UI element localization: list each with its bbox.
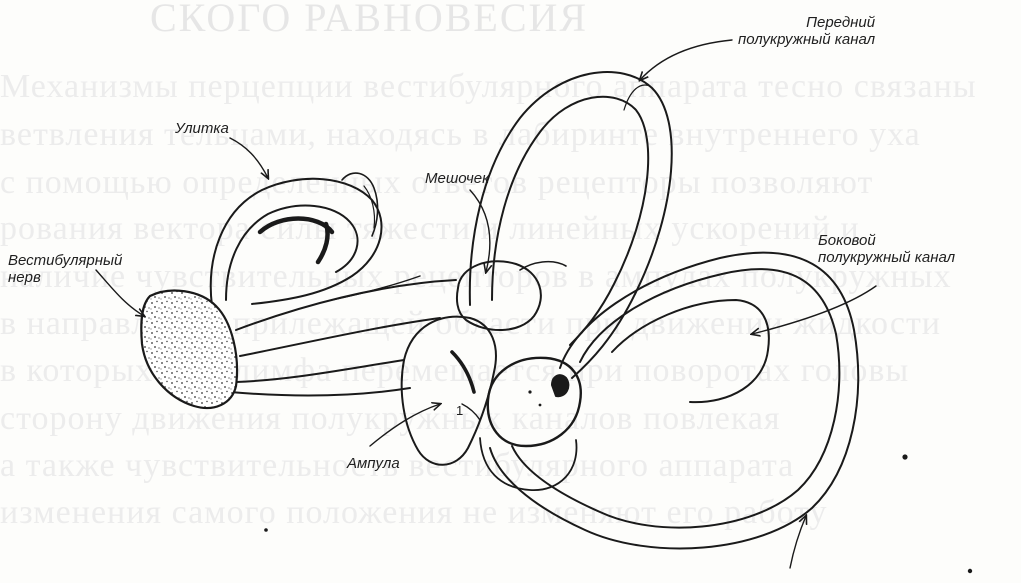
label-anterior-canal-line1: Передний bbox=[738, 14, 875, 31]
label-vestibular-nerve-line2: нерв bbox=[8, 269, 122, 286]
anterior-canal-shape bbox=[470, 72, 672, 378]
nerve-branches bbox=[230, 276, 456, 395]
pointer-anterior-canal bbox=[640, 40, 732, 80]
pointer-saccule bbox=[470, 190, 490, 272]
label-lateral-canal-line2: полукружный канал bbox=[818, 249, 955, 266]
pointer-lateral-canal bbox=[752, 286, 876, 334]
label-anterior-canal: Передний полукружный канал bbox=[738, 14, 875, 48]
specks bbox=[264, 390, 972, 573]
pointer-ampulla bbox=[370, 404, 440, 446]
pointer-bottom bbox=[790, 516, 806, 568]
label-vestibular-nerve: Вестибулярный нерв bbox=[8, 252, 122, 286]
label-ampulla: Ампула bbox=[347, 455, 400, 472]
label-anterior-canal-line2: полукружный канал bbox=[738, 31, 875, 48]
pointer-cochlea bbox=[230, 138, 268, 178]
label-saccule: Мешочек bbox=[425, 170, 489, 187]
label-ampulla-mark: 1 bbox=[456, 402, 463, 419]
label-lateral-canal-line1: Боковой bbox=[818, 232, 955, 249]
vestibular-nerve-shape bbox=[141, 291, 237, 408]
lateral-canal-shape bbox=[490, 253, 858, 549]
ampulla-shape bbox=[402, 317, 496, 465]
cochlea-shape bbox=[211, 173, 382, 306]
label-lateral-canal: Боковой полукружный канал bbox=[818, 232, 955, 266]
label-vestibular-nerve-line1: Вестибулярный bbox=[8, 252, 122, 269]
label-cochlea: Улитка bbox=[175, 120, 229, 137]
